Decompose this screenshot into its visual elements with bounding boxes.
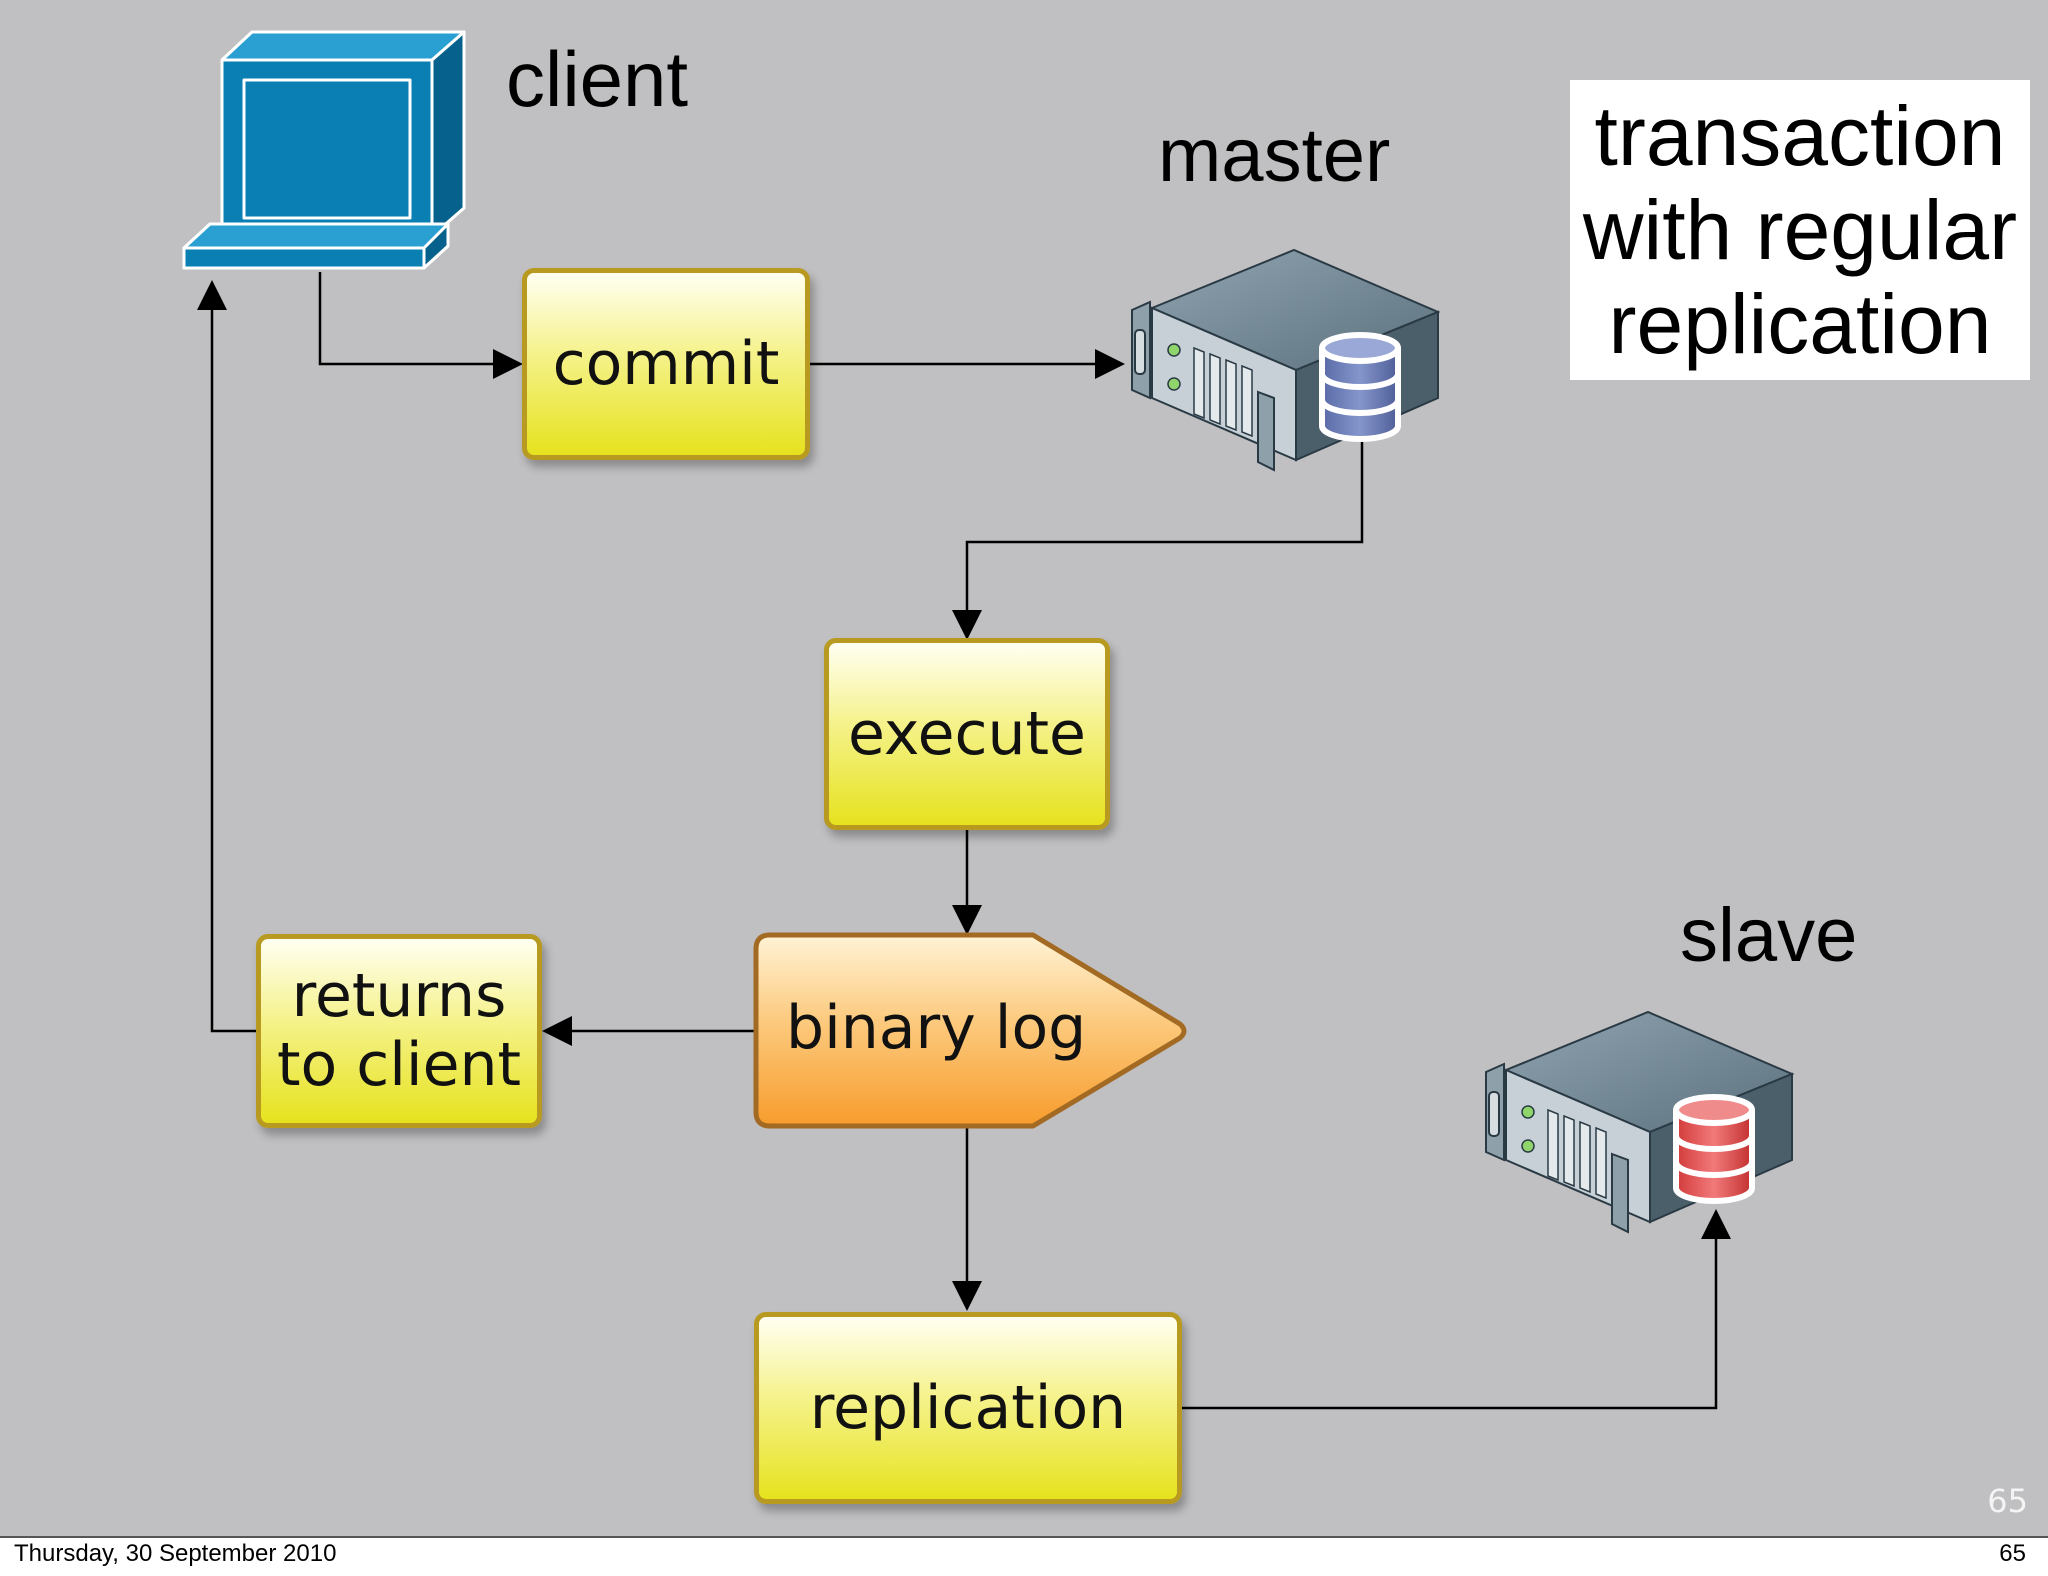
arrow-master-to-execute xyxy=(952,440,1364,640)
returns-to-client-box: returns to client xyxy=(256,934,542,1128)
slave-label: slave xyxy=(1680,893,1858,978)
returns-label-line-1: returns xyxy=(291,961,507,1031)
title-line-1: transaction xyxy=(1594,88,2006,183)
title-box: transaction with regular replication xyxy=(1570,80,2030,380)
master-server-icon xyxy=(1131,248,1441,472)
binary-log-shape xyxy=(753,932,1187,1129)
slave-server-icon xyxy=(1485,1010,1795,1234)
computer-icon xyxy=(182,30,466,270)
arrow-replication-to-slave xyxy=(1180,1209,1731,1410)
master-label: master xyxy=(1158,113,1391,198)
execute-label: execute xyxy=(848,698,1086,769)
arrow-client-to-commit xyxy=(318,272,523,379)
replication-box: replication xyxy=(754,1312,1182,1504)
binary-log-label: binary log xyxy=(786,993,1087,1063)
footer-divider xyxy=(0,1536,2048,1538)
title-line-3: replication xyxy=(1608,277,1992,372)
slide: client master xyxy=(0,0,2048,1536)
footer-page-number: 65 xyxy=(1999,1540,2026,1567)
commit-box: commit xyxy=(522,268,810,460)
slide-number: 65 xyxy=(1987,1482,2028,1520)
title-line-2: with regular xyxy=(1582,182,2018,277)
client-label: client xyxy=(506,35,689,123)
returns-label-line-2: to client xyxy=(276,1030,522,1100)
arrow-returns-to-client xyxy=(197,280,257,1033)
connectors xyxy=(197,272,1731,1410)
footer-date: Thursday, 30 September 2010 xyxy=(14,1540,337,1567)
execute-box: execute xyxy=(824,638,1110,830)
commit-label: commit xyxy=(552,328,780,399)
replication-label: replication xyxy=(809,1372,1127,1443)
